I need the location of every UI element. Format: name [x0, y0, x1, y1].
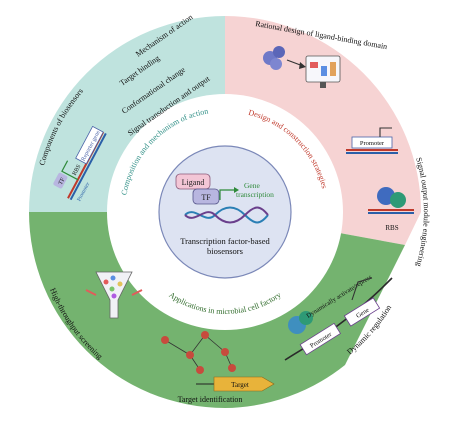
cell-dot-5: [111, 293, 117, 299]
protein-blob-2: [273, 46, 285, 58]
transcription-arrow: [219, 189, 236, 200]
network-node-5: [196, 366, 204, 374]
cell-dot-3: [117, 281, 123, 287]
regulation-dna: [284, 277, 393, 361]
cell-dot-1: [103, 279, 109, 285]
network-edge-1: [164, 339, 191, 356]
cell-dot-2: [110, 275, 116, 281]
transcription-label: transcription: [236, 190, 274, 199]
promoter-right-box: [351, 136, 393, 149]
protein-blob-3: [270, 58, 282, 70]
rbs-right-label: RBS: [385, 224, 398, 232]
center-circle: [158, 145, 292, 279]
reporter-gene-box: [75, 125, 104, 165]
promoter-arrow-left: [61, 160, 79, 181]
promoter-right-arrow: [379, 127, 392, 137]
ligand-label: Ligand: [182, 178, 205, 187]
tf-left-label: TF: [58, 176, 67, 186]
rbs-left-label: RBS: [72, 164, 83, 177]
monitor-chart-1: [310, 62, 318, 68]
laser-right: [131, 289, 143, 296]
network-edge-3: [204, 334, 226, 353]
promoter-bottom-box: [299, 322, 341, 356]
ribosome-blob-2: [390, 192, 406, 208]
network-node-2: [186, 351, 194, 359]
monitor-chart-2: [321, 66, 327, 76]
target-label: Target: [231, 381, 249, 389]
target-identification-illustration: Target: [161, 331, 275, 392]
ligand-box: [175, 173, 211, 190]
laser-left: [85, 289, 97, 296]
network-edge-2: [189, 334, 206, 356]
transcription-arrowhead: [234, 187, 239, 193]
monitor-chart-3: [330, 62, 336, 76]
network-node-3: [201, 331, 209, 339]
gene-label: Gene: [244, 181, 260, 190]
hts-funnel-illustration: [85, 271, 143, 319]
activation-arrow: [351, 277, 373, 301]
label-target-identification: Target identification: [178, 395, 243, 404]
design-arrowhead: [299, 62, 306, 69]
monitor-stand: [320, 82, 326, 88]
regulator-blob-2: [299, 311, 313, 325]
dna-strand-b: [184, 206, 269, 224]
promoter-right-label: Promoter: [360, 140, 385, 147]
network-node-6: [228, 364, 236, 372]
dna-line-2: [69, 132, 107, 201]
tf-box-left: [53, 172, 68, 189]
rational-design-illustration: [263, 46, 341, 88]
signal-output-illustration: Promoter RBS: [346, 127, 414, 232]
center-title-line1: Transcription factor-based: [180, 236, 270, 246]
network-node-1: [161, 336, 169, 344]
network-node-4: [221, 348, 229, 356]
tf-box: [192, 188, 220, 205]
center-title-line2: biosensors: [207, 246, 243, 256]
gene-box: [343, 297, 381, 327]
tf-label: TF: [201, 193, 211, 202]
center-illustration: Ligand TF Gene transcription Transcripti…: [175, 173, 274, 256]
cell-dot-4: [109, 286, 115, 292]
target-arrow-box: [213, 376, 275, 392]
